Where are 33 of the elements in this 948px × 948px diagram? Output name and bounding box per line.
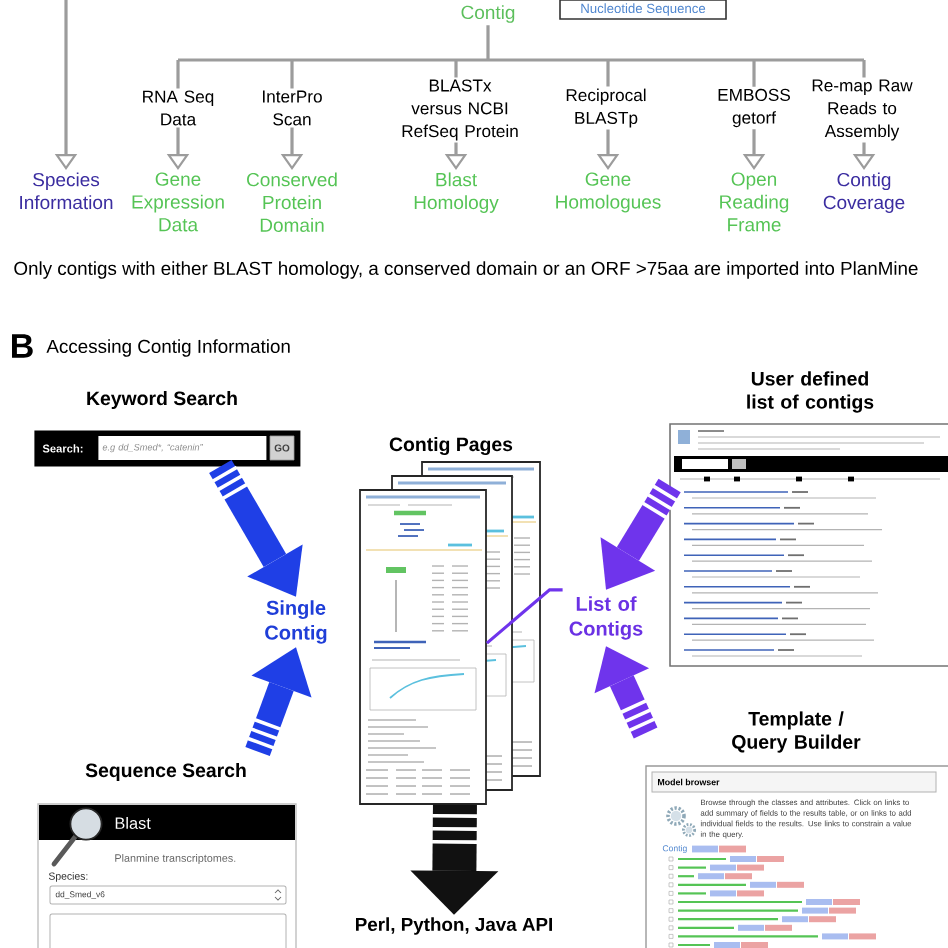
title-bar: Blast: [39, 805, 295, 840]
result-label: List of Contigs: [569, 596, 643, 640]
output-label: Conserved Protein Domain: [247, 172, 337, 232]
output-label: Open Reading Frame: [720, 172, 789, 232]
output-label: Contig Coverage: [823, 172, 905, 213]
section-heading: User defined list of contigs: [747, 371, 874, 413]
output-label: Perl, Python, Java API: [356, 917, 552, 935]
edge-label: EMBOSS getorf: [706, 86, 802, 130]
block-arrow: [245, 647, 312, 757]
output-label: Species Information: [20, 172, 113, 210]
edge-label: BLASTx versus NCBI RefSeq Protein: [394, 77, 526, 143]
block-arrow: [600, 478, 681, 590]
section-heading: Template / Query Builder: [732, 711, 861, 753]
leader-line: [485, 588, 563, 645]
output-label: Gene Homologues: [556, 172, 661, 213]
panel-letter: B: [12, 334, 33, 358]
block-arrow: [209, 459, 303, 597]
footnote: Only contigs with either BLAST homology, a conserved domain or an ORF >75aa are imported into PlanMine: [14, 261, 918, 279]
output-label: Gene Expression Data: [132, 172, 224, 232]
panel-title: Accessing Contig Information: [46, 339, 290, 357]
edge-label: InterPro Scan: [246, 88, 338, 128]
edge-label: RNA Seq Data: [132, 88, 224, 128]
edge-label: Re-map Raw Reads to Assembly: [804, 77, 920, 143]
root-label: Contig: [461, 5, 515, 23]
section-heading: Sequence Search: [85, 762, 246, 782]
section-heading: Contig Pages: [389, 436, 513, 456]
result-label: Single Contig: [265, 600, 327, 644]
branch-line: [176, 25, 864, 62]
edge-label: Reciprocal BLASTp: [556, 86, 656, 130]
output-label: Blast Homology: [414, 172, 499, 213]
block-arrow: [594, 646, 658, 739]
block-arrow: [410, 804, 499, 915]
section-heading: Keyword Search: [87, 390, 237, 410]
